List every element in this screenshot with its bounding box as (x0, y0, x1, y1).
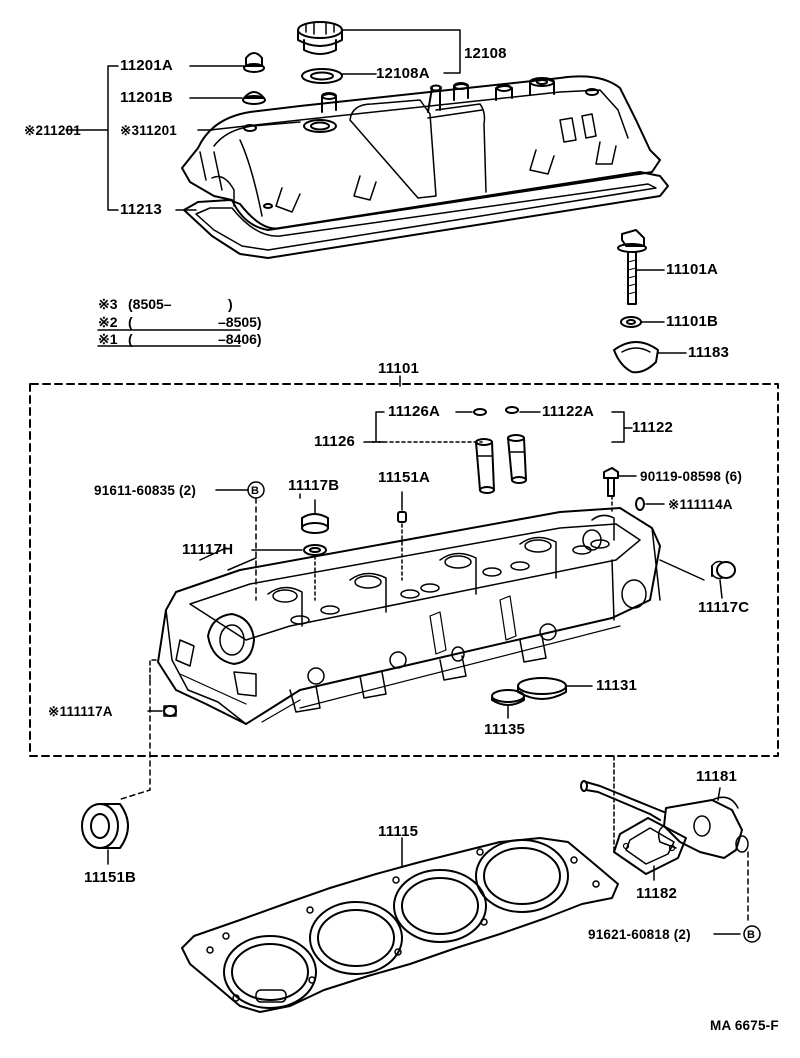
stud-bolt-90119 (603, 467, 619, 497)
ref-circle-b-1 (247, 481, 265, 499)
label-11131: 11131 (596, 677, 638, 694)
label-11126a: 11126A (388, 403, 441, 420)
water-outlet-pipe (580, 780, 665, 821)
legend-start-2: ( (128, 314, 133, 330)
plug-11117c (711, 560, 736, 580)
dowel-11151a (397, 511, 407, 523)
oil-filler-cap (297, 21, 343, 55)
plug-11117b (301, 513, 329, 534)
leader-11117c (659, 559, 723, 599)
plug-111117a (163, 705, 177, 717)
label-11151b: 11151B (84, 869, 137, 886)
label-311201: ※311201 (120, 123, 178, 138)
label-11101b: 11101B (666, 313, 719, 330)
exhaust-valve-guide (507, 434, 527, 484)
ref-b-left-text: B (251, 485, 260, 497)
cover-bolt (617, 229, 647, 305)
camshaft-oil-seal (81, 803, 129, 849)
leader-11151b-dashed (117, 679, 151, 801)
leader-lines-plugs (251, 491, 403, 601)
label-91611-60835: 91611-60835 (2) (94, 483, 197, 498)
legend-underline (97, 329, 241, 347)
leader-lines-bolt (635, 269, 687, 354)
intake-valve-guide (475, 438, 495, 494)
label-11135: 11135 (484, 721, 526, 738)
label-11117c: 11117C (698, 599, 750, 616)
label-11201a: 11201A (120, 57, 173, 74)
label-90119-08598: 90119-08598 (6) (640, 469, 743, 484)
ref-line-b-left (215, 489, 257, 601)
leader-lines-cover (65, 29, 461, 211)
ref-circle-b-2 (743, 925, 761, 943)
cylinder-head-gasket (181, 837, 619, 1013)
figure-code: MA 6675-F (710, 1018, 779, 1033)
guide-snap-rings (473, 406, 519, 416)
legend-start-3: (8505– (128, 296, 172, 312)
cover-bolt-washer (620, 316, 642, 328)
water-outlet (657, 796, 749, 859)
legend-end-2: –8505) (218, 314, 262, 330)
legend-end-3: ) (228, 296, 233, 312)
leader-head-left (149, 659, 157, 681)
label-11122a: 11122A (542, 403, 595, 420)
label-11115: 11115 (378, 823, 419, 840)
cylinder-head-assembly-box (29, 383, 779, 757)
plug-11135 (491, 689, 525, 706)
legend-end-1: –8406) (218, 331, 262, 347)
legend-mark-3: ※3 (98, 296, 118, 312)
label-11151a: 11151A (378, 469, 431, 486)
grommet-11201a (243, 52, 265, 73)
legend-mark-2: ※2 (98, 314, 118, 330)
cylinder-head-cover (181, 75, 669, 259)
plug-11131 (517, 677, 567, 700)
label-111117a: ※111117A (48, 704, 113, 719)
label-11117b: 11117B (288, 477, 340, 494)
label-111114a: ※111114A (668, 497, 733, 512)
label-12108a: 12108A (376, 65, 430, 82)
label-11101a: 11101A (666, 261, 719, 278)
legend-row-1: ※1 ( –8406) (98, 331, 262, 348)
plug-seal-11117h (303, 544, 327, 556)
label-211201: ※211201 (24, 123, 82, 138)
head-detail-lines (179, 595, 621, 723)
o-ring-111114a (635, 497, 645, 511)
legend-mark-1: ※1 (98, 331, 118, 347)
leader-lines-outlet (613, 755, 749, 935)
label-11181: 11181 (696, 768, 738, 785)
label-11182: 11182 (636, 885, 678, 902)
label-11122: 11122 (632, 419, 674, 436)
legend-row-2: ※2 ( –8505) (98, 314, 262, 331)
leader-lines-guides (363, 411, 633, 443)
label-11126: 11126 (314, 433, 356, 450)
oil-filler-cap-gasket (301, 68, 343, 84)
label-91621-60818: 91621-60818 (2) (588, 927, 691, 942)
grommet-11201b (242, 91, 266, 105)
label-11117h: 11117H (182, 541, 234, 558)
label-11101: 11101 (378, 360, 420, 377)
legend-row-3: ※3 (8505–) (98, 296, 233, 313)
cylinder-head (157, 507, 661, 725)
label-12108: 12108 (464, 45, 507, 62)
label-11183: 11183 (688, 344, 730, 361)
water-outlet-gasket (613, 817, 687, 875)
legend-start-1: ( (128, 331, 133, 347)
ref-b-right-text: B (747, 929, 756, 941)
leader-lines-plugs-bottom (507, 685, 593, 719)
label-11201b: 11201B (120, 89, 173, 106)
spark-plug-grommet (613, 341, 659, 374)
label-11213: 11213 (120, 201, 162, 218)
